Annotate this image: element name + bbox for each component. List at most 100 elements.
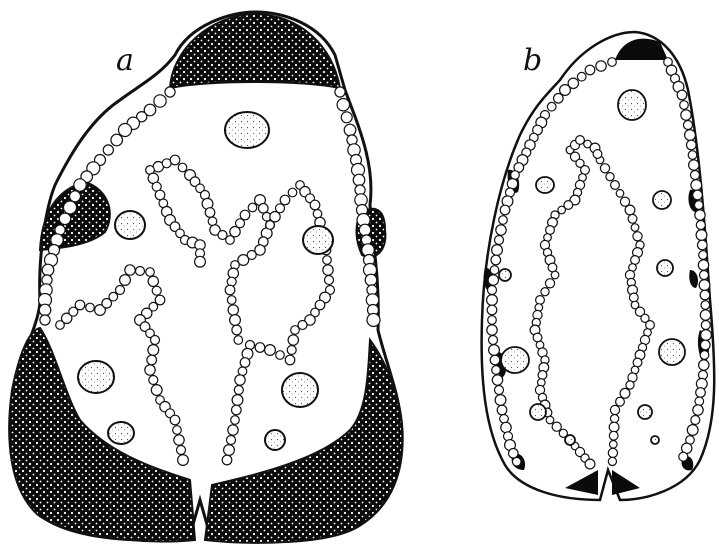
cell [178,455,189,466]
cell [489,336,498,345]
cell [170,155,180,165]
cell [616,190,624,198]
cell [225,285,235,295]
cell [232,405,242,415]
cell [628,214,637,223]
cell [606,173,614,181]
cell [227,436,236,445]
cell [585,459,595,469]
cell [42,264,54,276]
cell [700,351,709,360]
cell [538,371,547,380]
cell [75,300,85,310]
cell [689,160,699,170]
cell [600,164,609,173]
cell [291,326,300,335]
bundle [303,226,333,254]
cell [577,72,586,81]
cell [170,415,180,425]
cell [546,416,554,424]
cell [496,225,506,235]
cell [548,263,557,272]
panel-b-outline [482,32,715,500]
cell [125,265,135,275]
cell [287,346,296,355]
cell [74,179,86,191]
cell [701,330,712,341]
cell [236,219,245,228]
cell [631,256,640,265]
cell [554,94,564,104]
cell [488,286,497,295]
cell [593,150,602,159]
cell [59,213,71,225]
cell [177,446,186,455]
cell [234,386,243,395]
cell [687,425,698,436]
bundle [108,422,134,444]
cell [341,112,352,123]
cell [288,188,297,197]
cell [488,275,498,285]
cell [696,388,706,398]
cell [608,457,616,465]
cell [551,271,559,279]
cell [610,405,619,414]
cell [285,355,295,365]
cell [367,314,380,327]
cell [698,240,708,250]
cell [696,221,705,230]
cell [495,386,504,395]
bundle [265,430,285,450]
cell [546,226,555,235]
cell [585,65,595,75]
cell [359,224,371,236]
cell [609,431,618,440]
bundle [78,361,114,393]
cell [699,251,708,260]
cell [173,426,182,435]
cell [698,260,708,270]
cell [685,130,696,141]
cell [234,336,243,345]
cell [625,205,635,215]
cell [178,163,187,172]
cell [487,305,497,315]
cell [701,301,710,310]
cell [255,343,265,353]
panel-a: a [9,12,402,543]
cell [228,425,238,435]
cell [119,124,132,137]
cell [344,124,356,136]
cell [700,271,709,280]
cell [495,395,506,406]
bundle [536,177,554,193]
cell [490,355,500,365]
panel-b-label: b [523,43,542,78]
bundle [657,260,673,276]
cell [109,292,118,301]
cell [620,388,630,398]
cell [688,151,697,160]
cell [259,204,269,214]
cell [276,351,285,360]
cell [64,201,77,214]
cell [691,180,702,191]
cell [596,61,606,71]
bundle [225,112,269,148]
cell [646,321,655,330]
cell [365,274,377,286]
cell [222,455,232,465]
cell [231,416,240,425]
bundle [659,339,685,365]
cell [699,280,710,291]
cell [633,232,642,241]
cell [232,395,243,406]
cell [545,279,554,288]
cell [611,415,619,423]
cell [492,245,503,256]
cell [491,255,501,265]
cell [353,174,365,186]
bundle [115,211,145,239]
cell [323,256,332,265]
